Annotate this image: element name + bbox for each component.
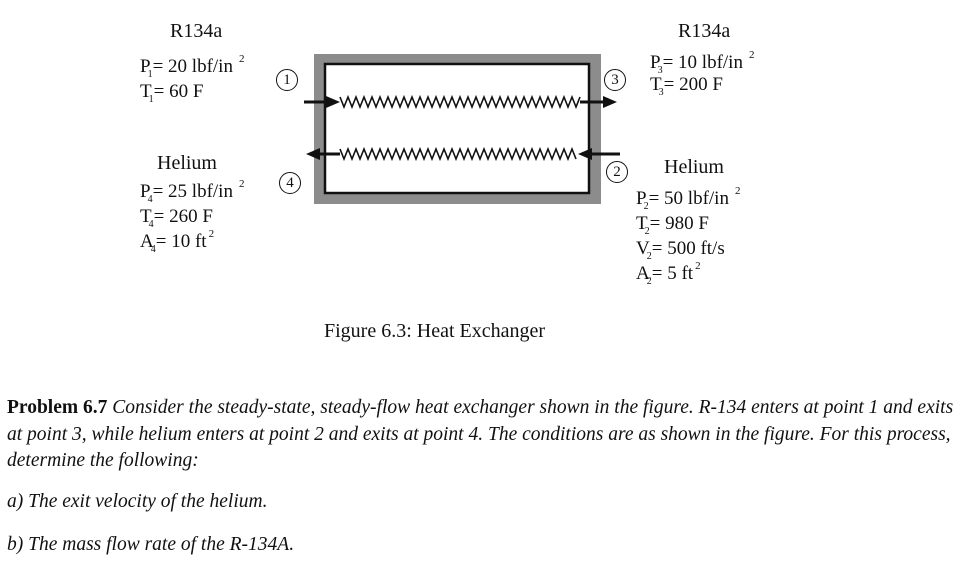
problem-text: Consider the steady-state, steady-flow h… — [7, 397, 954, 471]
right-r134a-title: R134a — [678, 20, 731, 42]
r134a-coil — [339, 94, 581, 110]
exchanger-interior — [323, 62, 591, 195]
problem-label: Problem 6.7 — [7, 397, 108, 418]
exit-3-arrowhead — [603, 96, 617, 108]
t3-label: T3= 200 F — [650, 74, 723, 98]
left-r134a-title: R134a — [170, 20, 223, 42]
inlet-1-arrowhead — [326, 96, 340, 108]
state-point-2: 2 — [606, 161, 628, 183]
right-helium-title: Helium — [664, 156, 724, 178]
inlet-2-arrowhead — [578, 148, 592, 160]
t2-label: T2= 980 F — [636, 213, 709, 237]
question-b: b) The mass flow rate of the R-134A. — [7, 534, 295, 555]
t4-label: T4= 260 F — [140, 206, 213, 230]
t1-label: T1= 60 F — [140, 81, 204, 105]
problem-statement: Problem 6.7 Consider the steady-state, s… — [7, 395, 957, 475]
left-helium-title: Helium — [157, 152, 217, 174]
heat-exchanger-diagram — [304, 54, 620, 204]
question-a: a) The exit velocity of the helium. — [7, 491, 268, 512]
state-point-4: 4 — [279, 172, 301, 194]
state-point-3: 3 — [604, 69, 626, 91]
helium-coil — [339, 146, 577, 162]
figure-caption: Figure 6.3: Heat Exchanger — [324, 320, 546, 342]
state-point-1: 1 — [276, 69, 298, 91]
v2-label: V2= 500 ft/s — [636, 238, 725, 262]
exit-4-arrowhead — [306, 148, 320, 160]
